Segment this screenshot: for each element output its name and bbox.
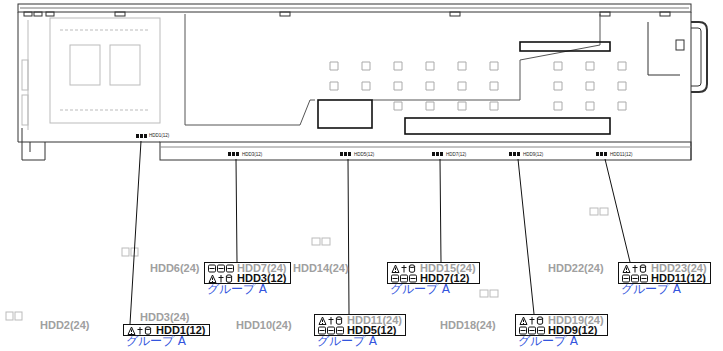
callout-box: HDD11(24)HDD5(12)グループ A: [314, 314, 406, 336]
alt-connector-name: HDD14(24): [293, 263, 349, 274]
connector-icons: [318, 326, 344, 335]
alt-connector-name: HDD6(24): [150, 263, 200, 274]
alt-connector-name: HDD10(24): [236, 320, 292, 331]
group-caption: グループ A: [518, 335, 578, 347]
alt-connector-name: HDD22(24): [548, 263, 604, 274]
alt-connector-name: HDD19(24): [548, 315, 604, 325]
connector-name: HDD9(12): [548, 325, 598, 335]
connector-name: HDD3(12): [237, 273, 287, 283]
connector-icons: [622, 274, 648, 283]
board-silkscreen: HDD7(12): [446, 152, 466, 157]
board-silkscreen: HDD11(12): [610, 152, 632, 157]
connector-name: HDD11(12): [651, 273, 706, 283]
caution-icons: [318, 316, 344, 325]
caution-icons: [622, 264, 648, 273]
caution-icons: [519, 316, 545, 325]
callout-row: HDD11(12): [622, 273, 707, 283]
connector-icons: [391, 274, 417, 283]
caution-icons: [208, 274, 234, 283]
connector-icons: [519, 326, 545, 335]
group-caption: グループ A: [207, 283, 267, 295]
callout-box: HDD1(12)グループ A: [123, 324, 210, 336]
board-silkscreen: HDD9(12): [523, 152, 543, 157]
board-silkscreen: HDD1(12): [149, 133, 169, 138]
alt-connector-name: HDD11(24): [347, 315, 402, 325]
group-caption: グループ A: [126, 335, 186, 347]
callout-row: HDD11(24): [318, 315, 402, 325]
group-caption: グループ A: [317, 335, 377, 347]
callout-row: HDD15(24): [391, 263, 476, 273]
callout-row: HDD1(12): [127, 325, 206, 335]
callout-box: HDD15(24)HDD7(12)グループ A: [387, 262, 480, 284]
callout-box: HDD19(24)HDD9(12)グループ A: [515, 314, 608, 336]
callout-row: HDD9(12): [519, 325, 604, 335]
connector-name: HDD1(12): [156, 325, 206, 335]
callout-row: HDD7(24): [208, 263, 287, 273]
board-silkscreen: HDD3(12): [242, 152, 262, 157]
callout-box: HDD7(24)HDD3(12)グループ A: [204, 262, 291, 284]
caution-icons: [391, 264, 417, 273]
alt-connector-name: HDD15(24): [420, 263, 476, 273]
group-caption: グループ A: [621, 283, 681, 295]
leader-lines: [130, 141, 630, 324]
callout-row: HDD23(24): [622, 263, 707, 273]
caution-icons: [127, 326, 153, 335]
callout-box: HDD23(24)HDD11(12)グループ A: [618, 262, 711, 284]
board-silkscreen: HDD5(12): [354, 152, 374, 157]
connector-icons: [208, 264, 234, 273]
alt-connector-name: HDD18(24): [440, 320, 496, 331]
alt-connector-name: HDD2(24): [40, 320, 90, 331]
alt-connector-name: HDD23(24): [651, 263, 707, 273]
callout-row: HDD3(12): [208, 273, 287, 283]
callout-row: HDD19(24): [519, 315, 604, 325]
callout-row: HDD5(12): [318, 325, 402, 335]
alt-connector-name: HDD3(24): [140, 312, 190, 323]
callout-row: HDD7(12): [391, 273, 476, 283]
group-caption: グループ A: [390, 283, 450, 295]
connector-name: HDD7(12): [420, 273, 470, 283]
alt-connector-name: HDD7(24): [237, 263, 287, 273]
connector-name: HDD5(12): [347, 325, 397, 335]
